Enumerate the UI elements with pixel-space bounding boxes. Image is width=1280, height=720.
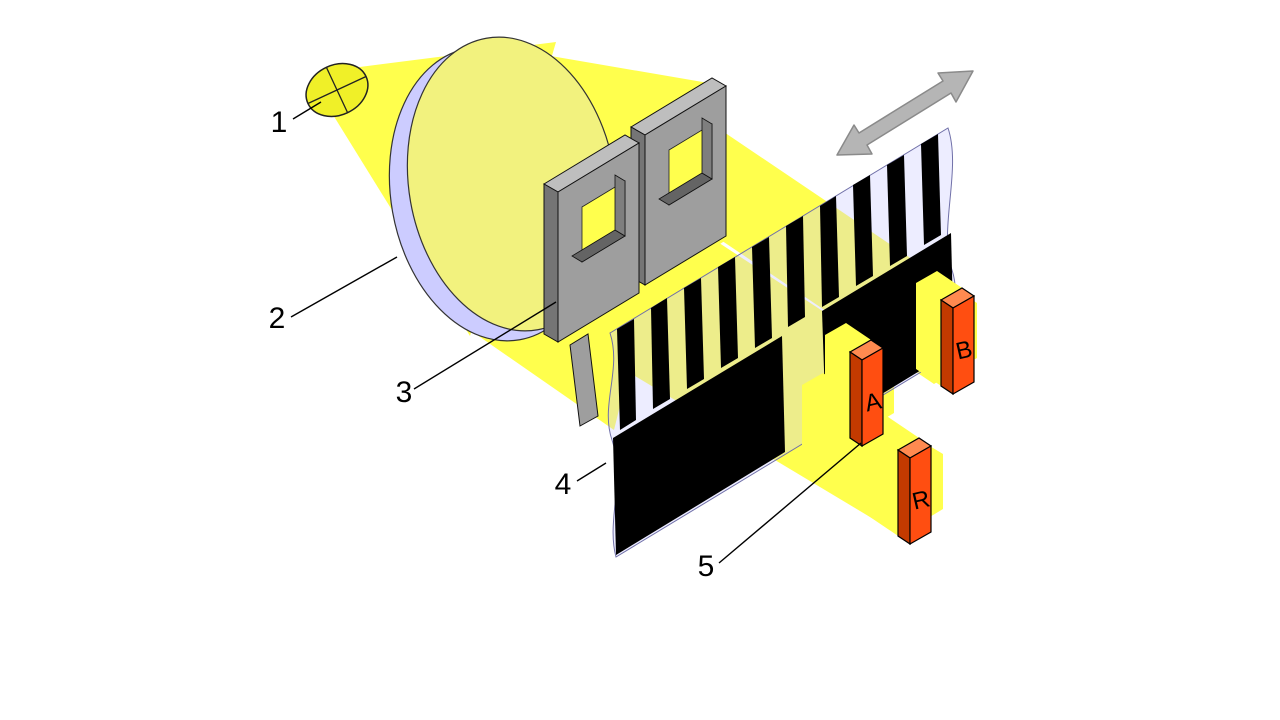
detector-r: R — [896, 437, 933, 546]
detector-r-front — [909, 444, 932, 546]
scale-stripe — [752, 237, 772, 348]
reference-track-black-left — [613, 336, 785, 555]
mask-window-a-bevel-side — [614, 174, 626, 237]
mask-window-b-bevel-side — [701, 117, 713, 180]
motion-direction-arrow-icon — [836, 70, 974, 156]
scale-stripe — [617, 319, 636, 430]
detector-r-label: R — [910, 485, 933, 515]
callouts: 1 2 3 4 5 — [269, 101, 862, 583]
mask — [543, 77, 727, 427]
scale-stripe — [887, 155, 907, 266]
detector-a-front — [861, 346, 884, 448]
scale-stripe — [853, 175, 873, 286]
scale-stripe — [718, 257, 738, 368]
detector-b-side — [940, 298, 954, 396]
callout-label-2: 2 — [269, 302, 286, 335]
scale-stripe — [820, 196, 839, 307]
scale-stripe — [921, 134, 941, 245]
callout-label-4: 4 — [555, 468, 572, 501]
leader-line-4 — [576, 462, 607, 482]
callout-label-5: 5 — [698, 550, 715, 583]
mask-plate-a-side — [543, 183, 559, 343]
detector-b-label: B — [953, 336, 975, 366]
leader-line-5 — [718, 442, 862, 564]
double-arrow-shape — [836, 70, 974, 156]
detector-r-side — [897, 448, 911, 546]
callout-label-3: 3 — [396, 376, 413, 409]
detector-b: B — [939, 287, 976, 396]
callout-label-1: 1 — [271, 106, 288, 139]
detector-a-label: A — [862, 388, 884, 418]
scale-stripe — [684, 278, 704, 389]
scale-stripe — [651, 298, 670, 409]
detector-a: A — [848, 339, 885, 448]
leader-line-3 — [413, 301, 557, 390]
leader-line-1 — [292, 101, 322, 120]
scale-stripe — [786, 216, 805, 327]
leader-line-2 — [290, 256, 398, 318]
light-source-icon — [305, 62, 369, 118]
bulb-cross-line-v — [325, 67, 349, 113]
detector-b-front — [952, 294, 975, 396]
scale-increment-track — [617, 134, 941, 430]
mask-support-strip — [569, 333, 599, 427]
detector-a-side — [849, 350, 863, 448]
